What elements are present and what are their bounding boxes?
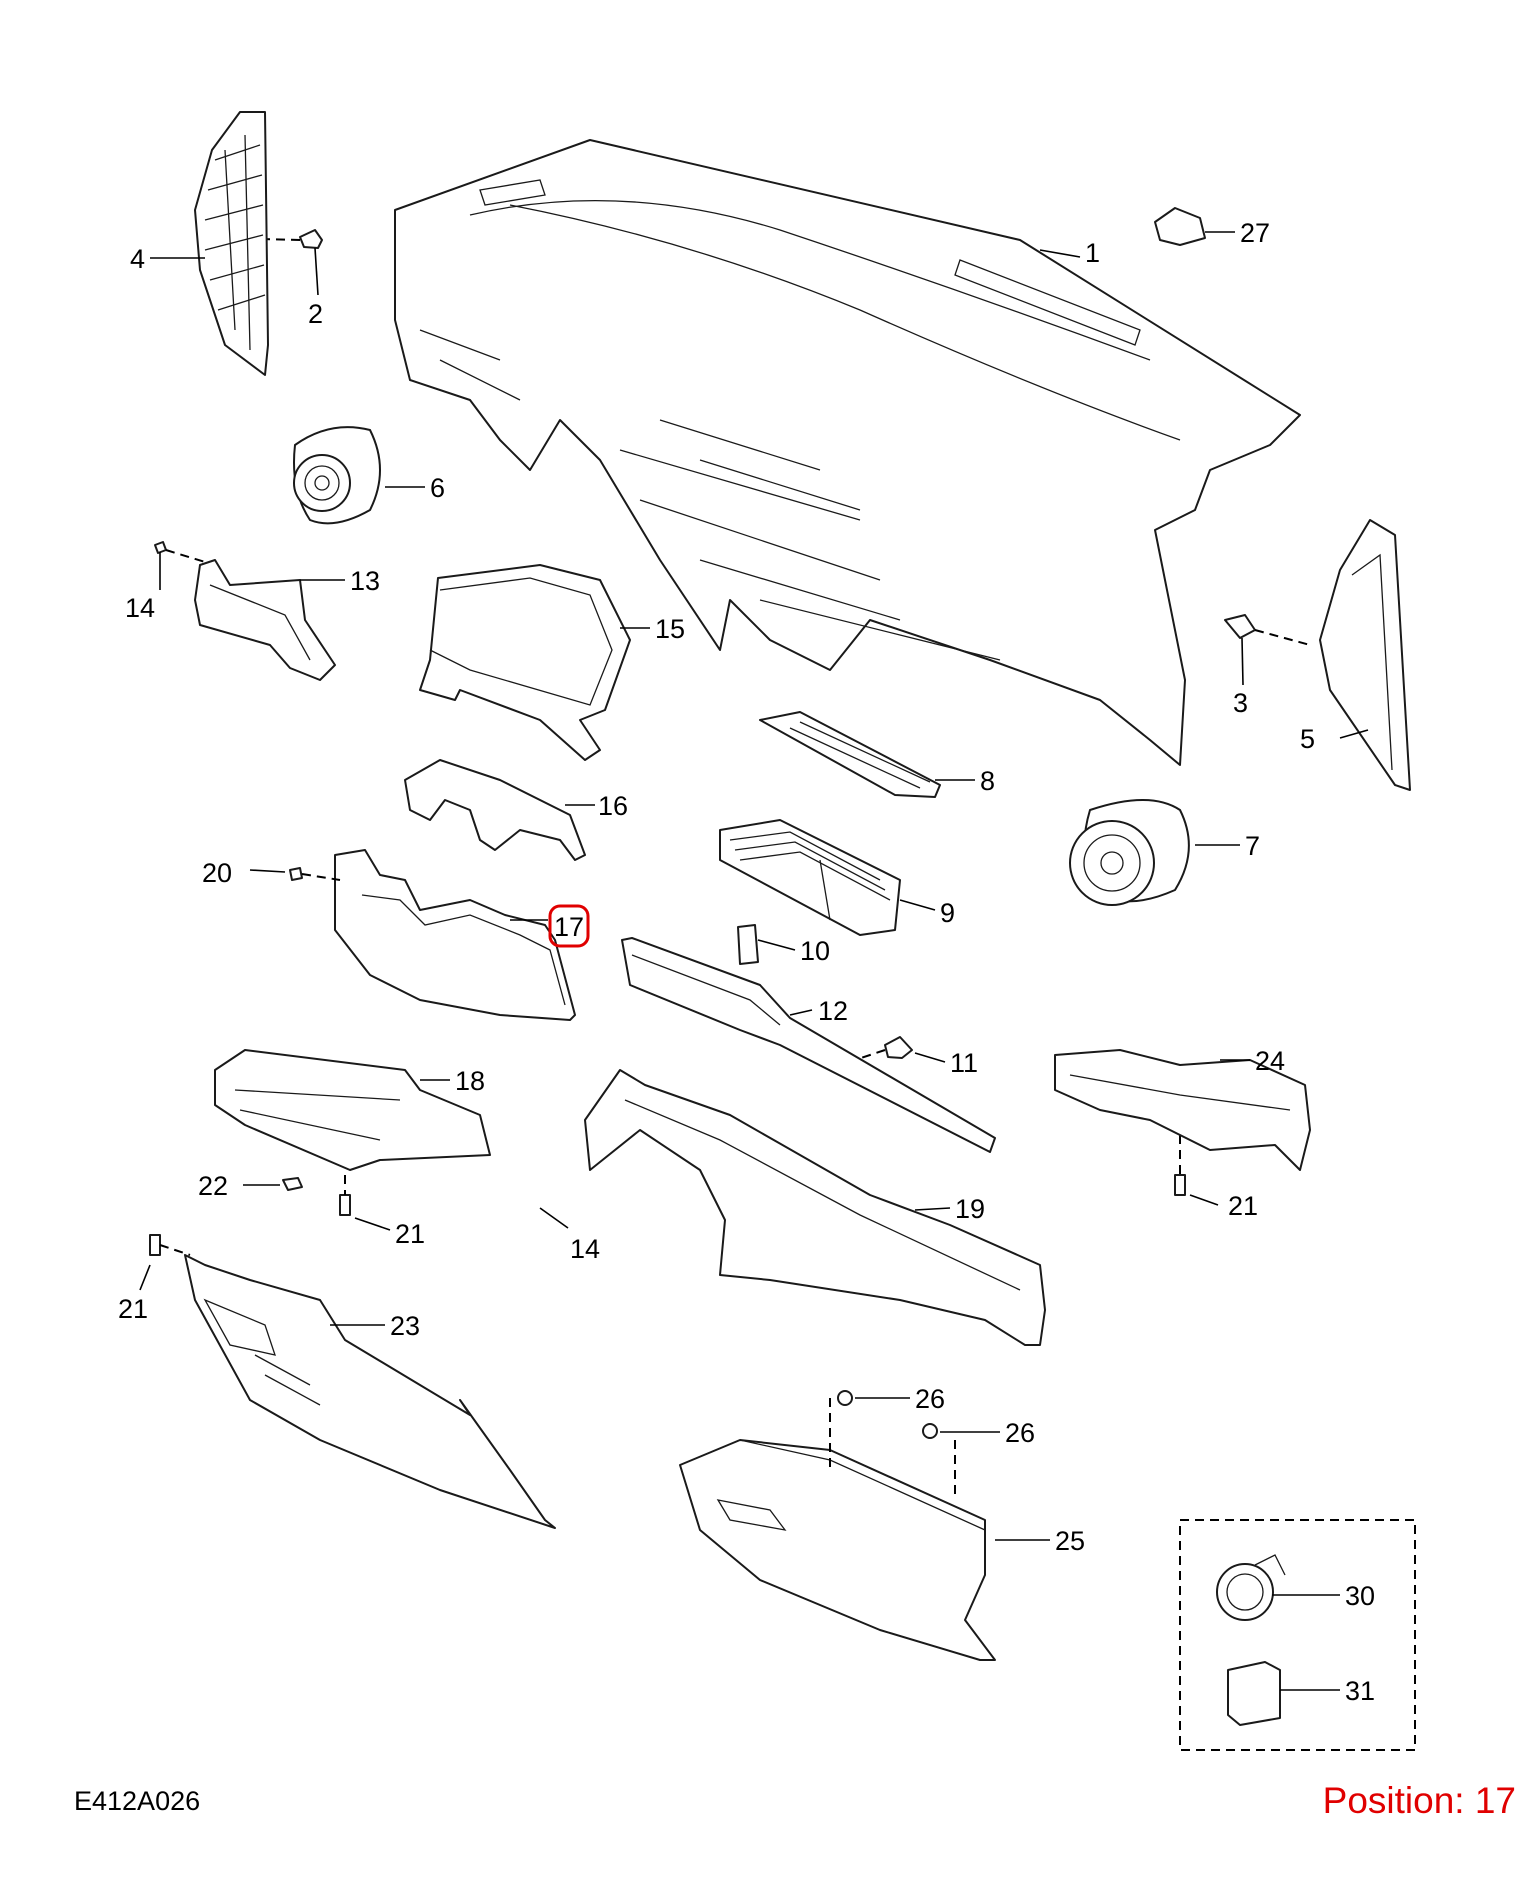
part-27-clip[interactable] [1154, 207, 1206, 246]
callout-labels: 1 2 3 4 5 6 7 8 9 10 11 12 13 14 15 16 1… [118, 218, 1375, 1706]
part-9-center-vents[interactable] [719, 819, 901, 936]
part-25-glove-box[interactable] [679, 1439, 996, 1661]
callout-11[interactable]: 11 [950, 1048, 978, 1078]
part-6-vent-left[interactable] [293, 426, 381, 525]
part-19-lower-trim[interactable] [584, 1069, 1046, 1346]
callout-14-upper[interactable]: 14 [125, 593, 155, 623]
callout-6[interactable]: 6 [430, 473, 445, 503]
callout-17-highlight [548, 904, 590, 948]
part-5-end-panel-right[interactable] [1319, 519, 1411, 791]
part-30-push-button[interactable] [1216, 1554, 1286, 1621]
part-14-screw-upper[interactable] [154, 541, 206, 563]
callout-23[interactable]: 23 [390, 1311, 420, 1341]
callout-17[interactable]: 17 [554, 912, 584, 942]
callout-21-c[interactable]: 21 [1228, 1191, 1258, 1221]
part-7-vent-right[interactable] [1069, 799, 1190, 906]
callout-9[interactable]: 9 [940, 898, 955, 928]
part-18-airbag-module[interactable] [214, 1049, 491, 1171]
part-22-nut[interactable] [282, 1177, 303, 1191]
part-24-bracket-right[interactable] [1054, 1049, 1311, 1171]
part-15-cluster-hood[interactable] [419, 564, 631, 761]
leader-lines [139, 231, 1369, 1691]
part-23-lower-panel[interactable] [184, 1254, 556, 1529]
part-31-switch[interactable] [1227, 1661, 1281, 1726]
callout-3[interactable]: 3 [1233, 688, 1248, 718]
part-26-clip-a[interactable] [829, 1390, 853, 1470]
callout-5[interactable]: 5 [1300, 724, 1315, 754]
callout-1[interactable]: 1 [1085, 238, 1100, 268]
part-26-clip-b[interactable] [922, 1423, 956, 1500]
callout-22[interactable]: 22 [198, 1171, 228, 1201]
callout-18[interactable]: 18 [455, 1066, 485, 1096]
callout-7[interactable]: 7 [1245, 831, 1260, 861]
part-13-column-shroud[interactable] [194, 559, 336, 681]
part-21-screw-a[interactable] [339, 1175, 351, 1216]
part-10-switch[interactable] [737, 924, 759, 965]
callout-4[interactable]: 4 [130, 244, 145, 274]
part-16-cluster-bezel[interactable] [404, 759, 586, 861]
part-12-trim-strip[interactable] [621, 937, 996, 1153]
position-label: Position: 17 [1322, 1780, 1516, 1821]
callout-25[interactable]: 25 [1055, 1526, 1085, 1556]
part-4-end-panel-left[interactable] [194, 111, 269, 376]
callout-24[interactable]: 24 [1255, 1046, 1285, 1076]
part-17-knee-bolster[interactable] [334, 849, 576, 1021]
callout-30[interactable]: 30 [1345, 1581, 1375, 1611]
callout-12[interactable]: 12 [818, 996, 848, 1026]
part-20-screw[interactable] [289, 867, 341, 881]
callout-27[interactable]: 27 [1240, 218, 1270, 248]
part-1-instrument-panel[interactable] [394, 139, 1301, 766]
part-21-screw-b[interactable] [149, 1234, 191, 1256]
callout-10[interactable]: 10 [800, 936, 830, 966]
callout-2[interactable]: 2 [308, 299, 323, 329]
callout-26-a[interactable]: 26 [915, 1384, 945, 1414]
callout-15[interactable]: 15 [655, 614, 685, 644]
callout-21-b[interactable]: 21 [118, 1294, 148, 1324]
part-11-clip[interactable] [839, 1036, 913, 1066]
diagram-code: E412A026 [74, 1786, 201, 1816]
callout-20[interactable]: 20 [202, 858, 232, 888]
detail-box [1179, 1519, 1416, 1751]
part-3-clip[interactable] [1224, 614, 1311, 646]
callout-13[interactable]: 13 [350, 566, 380, 596]
callout-26-b[interactable]: 26 [1005, 1418, 1035, 1448]
part-8-defroster-grille[interactable] [759, 711, 941, 798]
callout-21-a[interactable]: 21 [395, 1219, 425, 1249]
callout-8[interactable]: 8 [980, 766, 995, 796]
callout-31[interactable]: 31 [1345, 1676, 1375, 1706]
part-21-screw-c[interactable] [1174, 1135, 1186, 1196]
callout-14-lower[interactable]: 14 [570, 1234, 600, 1264]
callout-19[interactable]: 19 [955, 1194, 985, 1224]
callout-16[interactable]: 16 [598, 791, 628, 821]
